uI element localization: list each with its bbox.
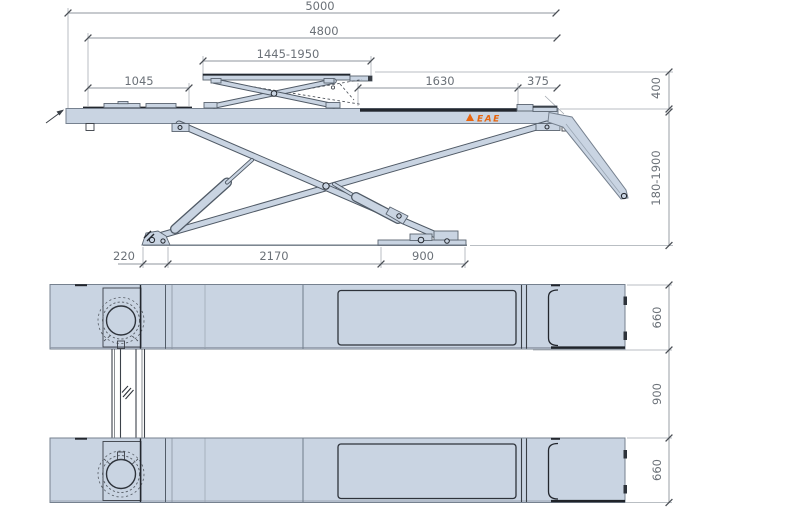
logo-lift-icon xyxy=(466,113,474,121)
dim-overall-length: 5000 xyxy=(305,0,334,13)
runway-recess-top xyxy=(337,289,517,346)
ramp-tip-roller xyxy=(620,192,628,200)
dim-runway-length: 4800 xyxy=(309,24,338,38)
logo-text: EAE xyxy=(477,115,501,125)
dim-jack-lift-height: 400 xyxy=(649,77,663,99)
wheel-free-jack xyxy=(202,73,373,109)
hose-hatch-mark xyxy=(121,385,134,400)
plan-view: 660 900 660 xyxy=(49,280,674,507)
hydraulic-cylinder-rear xyxy=(332,182,409,225)
dim-runway-width-bottom: 660 xyxy=(650,459,664,481)
dim-front-flat-section: 1045 xyxy=(124,74,153,88)
runway-plan-top xyxy=(49,284,627,350)
drive-on-ramp-side xyxy=(547,111,629,200)
dim-runway-width-top: 660 xyxy=(650,307,664,329)
dim-ramp-hinge-section: 375 xyxy=(527,74,549,88)
dim-rear-flat-section: 1630 xyxy=(425,74,454,88)
runway-plan-bottom xyxy=(49,437,627,503)
ramp-plan-bottom xyxy=(547,437,627,503)
runway-side xyxy=(65,101,570,132)
dim-runway-gap: 900 xyxy=(650,383,664,405)
datum-arrow-icon xyxy=(45,109,64,124)
scissor-center-pivot xyxy=(322,182,330,190)
scissor-mechanism xyxy=(141,120,561,246)
ramp-plan-top xyxy=(547,284,627,349)
dim-base-length: 2170 xyxy=(259,249,288,263)
dim-lift-height-range: 180-1900 xyxy=(649,150,663,205)
plan-view-dimensions: 660 900 660 xyxy=(533,280,674,507)
jack-center-pivot xyxy=(270,90,278,97)
dim-base-rear-length: 900 xyxy=(412,249,434,263)
hydraulic-cylinder-front xyxy=(170,158,254,234)
brand-logo: EAE xyxy=(466,113,501,125)
scissor-rear-base xyxy=(377,230,467,246)
crossover-conduits xyxy=(111,349,146,438)
side-view-dimension-lines xyxy=(63,8,674,269)
runway-recess-band xyxy=(360,108,517,112)
dim-jack-platform-range: 1445-1950 xyxy=(257,47,320,61)
side-view: 5000 4800 1445-1950 1045 1630 375 400 18… xyxy=(45,0,674,269)
dim-base-front-offset: 220 xyxy=(113,249,135,263)
runway-recess-bottom xyxy=(337,443,517,500)
